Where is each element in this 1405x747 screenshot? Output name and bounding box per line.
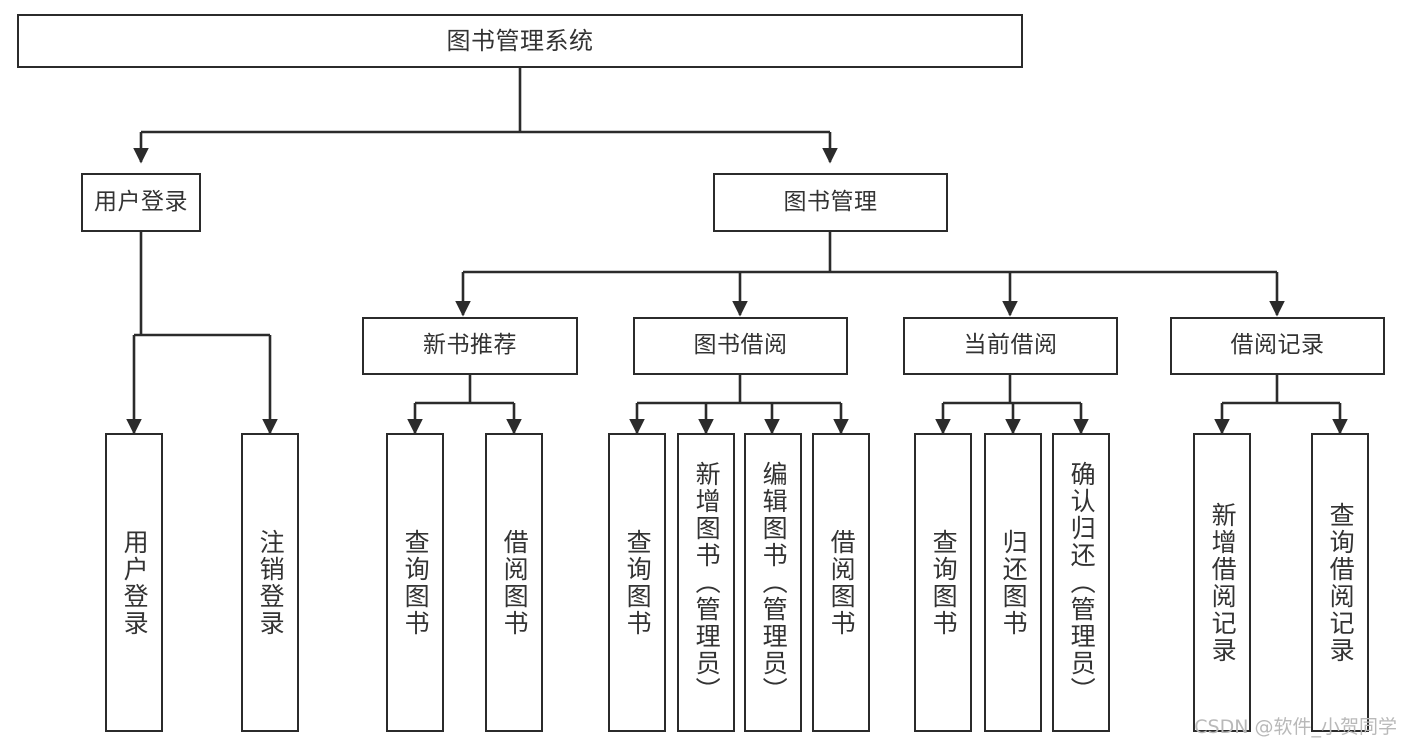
node-borrow-records[interactable]: 借阅记录 xyxy=(1170,317,1385,375)
node-label: 注销登录 xyxy=(256,528,286,637)
leaf-query-book-borrow[interactable]: 查询图书 xyxy=(608,433,666,732)
leaf-user-login[interactable]: 用户登录 xyxy=(105,433,163,732)
leaf-add-book-admin[interactable]: 新增图书（管理员） xyxy=(677,433,735,732)
node-book-management[interactable]: 图书管理 xyxy=(713,173,948,232)
node-label: 图书管理 xyxy=(783,188,878,215)
leaf-confirm-return-admin[interactable]: 确认归还（管理员） xyxy=(1052,433,1110,732)
leaf-edit-book-admin[interactable]: 编辑图书（管理员） xyxy=(744,433,802,732)
node-user-login[interactable]: 用户登录 xyxy=(81,173,201,232)
node-current-borrow[interactable]: 当前借阅 xyxy=(903,317,1118,375)
node-root-system[interactable]: 图书管理系统 xyxy=(17,14,1023,68)
node-label: 借阅图书 xyxy=(827,528,857,637)
node-book-borrow[interactable]: 图书借阅 xyxy=(633,317,848,375)
node-new-book-recommend[interactable]: 新书推荐 xyxy=(362,317,578,375)
node-label: 查询借阅记录 xyxy=(1326,501,1356,664)
node-label: 新增图书（管理员） xyxy=(692,461,722,704)
node-label: 图书管理系统 xyxy=(446,26,594,55)
node-label: 借阅图书 xyxy=(500,528,530,637)
leaf-query-book-current[interactable]: 查询图书 xyxy=(914,433,972,732)
leaf-borrow-book[interactable]: 借阅图书 xyxy=(812,433,870,732)
leaf-query-book-recommend[interactable]: 查询图书 xyxy=(386,433,444,732)
watermark-text: CSDN @软件_小贺同学 xyxy=(1194,716,1397,738)
node-label: 查询图书 xyxy=(623,528,653,637)
leaf-logout[interactable]: 注销登录 xyxy=(241,433,299,732)
node-label: 当前借阅 xyxy=(963,332,1058,359)
node-label: 用户登录 xyxy=(120,528,150,637)
leaf-add-borrow-record[interactable]: 新增借阅记录 xyxy=(1193,433,1251,732)
node-label: 归还图书 xyxy=(999,528,1029,637)
node-label: 图书借阅 xyxy=(693,332,788,359)
node-label: 确认归还（管理员） xyxy=(1067,461,1097,704)
node-label: 查询图书 xyxy=(929,528,959,637)
leaf-return-book[interactable]: 归还图书 xyxy=(984,433,1042,732)
node-label: 借阅记录 xyxy=(1230,332,1325,359)
leaf-query-borrow-record[interactable]: 查询借阅记录 xyxy=(1311,433,1369,732)
node-label: 查询图书 xyxy=(401,528,431,637)
node-label: 新增借阅记录 xyxy=(1208,501,1238,664)
node-label: 新书推荐 xyxy=(423,332,517,359)
leaf-borrow-book-recommend[interactable]: 借阅图书 xyxy=(485,433,543,732)
node-label: 用户登录 xyxy=(94,188,188,215)
node-label: 编辑图书（管理员） xyxy=(759,461,789,704)
